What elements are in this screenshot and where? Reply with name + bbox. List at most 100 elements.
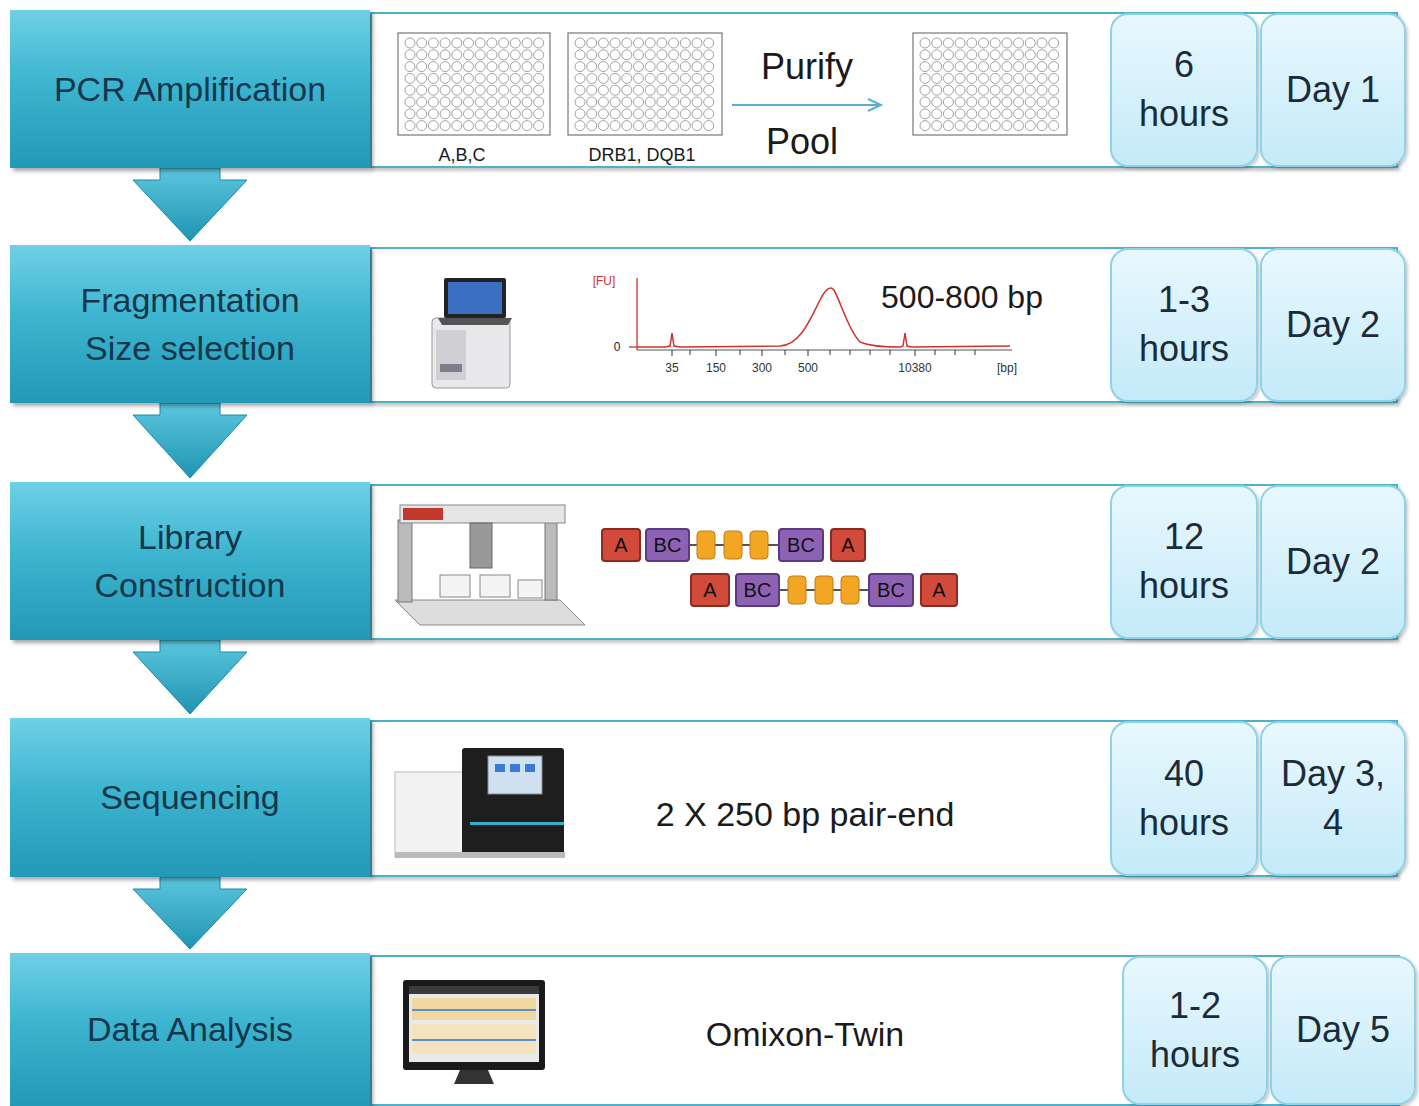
microplate — [610, 38, 620, 48]
day-box: Day 2 — [1260, 485, 1406, 639]
microplate — [417, 85, 427, 95]
microplate — [575, 121, 585, 131]
microplate — [428, 73, 438, 83]
pool-arrow — [732, 104, 878, 106]
microplate — [1014, 85, 1024, 95]
microplate — [598, 73, 608, 83]
microplate — [499, 121, 509, 131]
sequencer-icon — [395, 772, 470, 857]
microplate — [598, 85, 608, 95]
microplate — [1037, 73, 1047, 83]
flow-arrow — [133, 640, 247, 714]
microplate — [669, 109, 679, 119]
microplate — [645, 73, 655, 83]
node-label: BC — [877, 579, 905, 601]
node-label: Day 2 — [1286, 301, 1380, 350]
microplate — [920, 97, 930, 107]
adapter-block: A — [830, 528, 866, 562]
microplate — [587, 50, 597, 60]
microplate — [440, 121, 450, 131]
microplate — [990, 62, 1000, 72]
microplate — [932, 97, 942, 107]
microplate — [487, 50, 497, 60]
microplate — [920, 62, 930, 72]
microplate — [920, 121, 930, 131]
microplate — [967, 121, 977, 131]
node-label: PCR Amplification — [54, 65, 326, 113]
microplate — [634, 85, 644, 95]
microplate — [622, 73, 632, 83]
microplate — [440, 97, 450, 107]
microplate — [510, 121, 520, 131]
microplate — [920, 85, 930, 95]
microplate — [680, 109, 690, 119]
microplate — [440, 73, 450, 83]
liquid-handler-icon — [518, 580, 542, 598]
microplate — [955, 50, 965, 60]
microplate — [464, 109, 474, 119]
step-box: Library Construction — [10, 482, 370, 640]
microplate — [955, 73, 965, 83]
microplate — [610, 85, 620, 95]
bioanalyzer-icon — [444, 278, 506, 318]
microplate — [598, 50, 608, 60]
microplate — [452, 50, 462, 60]
microplate — [913, 33, 1067, 135]
microplate — [464, 97, 474, 107]
microplate — [1037, 38, 1047, 48]
microplate — [622, 97, 632, 107]
microplate — [499, 109, 509, 119]
sequencer-icon — [395, 748, 565, 858]
microplate — [610, 50, 620, 60]
liquid-handler-icon — [403, 508, 443, 520]
microplate — [645, 62, 655, 72]
microplate — [943, 85, 953, 95]
sequencer-icon — [510, 764, 520, 772]
microplate — [452, 73, 462, 83]
microplate — [510, 97, 520, 107]
microplate — [704, 109, 714, 119]
microplate — [1025, 85, 1035, 95]
step-panel: 12 hoursDay 2ABCBCAABCBCA — [370, 484, 1398, 640]
microplate — [428, 121, 438, 131]
microplate — [587, 85, 597, 95]
adapter-block: A — [690, 573, 730, 607]
microplate — [943, 38, 953, 48]
microplate — [440, 109, 450, 119]
microplate — [634, 73, 644, 83]
microplate — [932, 109, 942, 119]
microplate — [510, 50, 520, 60]
panel-text: Pool — [766, 121, 838, 163]
microplate — [475, 62, 485, 72]
microplate — [1037, 97, 1047, 107]
microplate — [499, 97, 509, 107]
microplate — [1014, 97, 1024, 107]
microplate — [440, 62, 450, 72]
liquid-handler-icon — [400, 505, 565, 523]
microplate — [634, 62, 644, 72]
microplate — [943, 73, 953, 83]
microplate — [475, 109, 485, 119]
microplate — [464, 38, 474, 48]
microplate — [622, 38, 632, 48]
microplate — [475, 38, 485, 48]
microplate — [440, 85, 450, 95]
microplate — [1025, 73, 1035, 83]
day-box: Day 2 — [1260, 248, 1406, 402]
microplate — [704, 97, 714, 107]
day-box: Day 3, 4 — [1260, 721, 1406, 876]
microplate — [575, 73, 585, 83]
node-label: Library Construction — [55, 513, 325, 610]
node-label: 1-2 hours — [1143, 982, 1247, 1080]
microplate — [645, 109, 655, 119]
microplate — [417, 50, 427, 60]
microplate — [680, 38, 690, 48]
microplate — [704, 73, 714, 83]
microplate — [990, 50, 1000, 60]
insert-block — [815, 576, 833, 604]
microplate — [967, 85, 977, 95]
microplate — [943, 50, 953, 60]
microplate — [680, 73, 690, 83]
microplate — [932, 50, 942, 60]
